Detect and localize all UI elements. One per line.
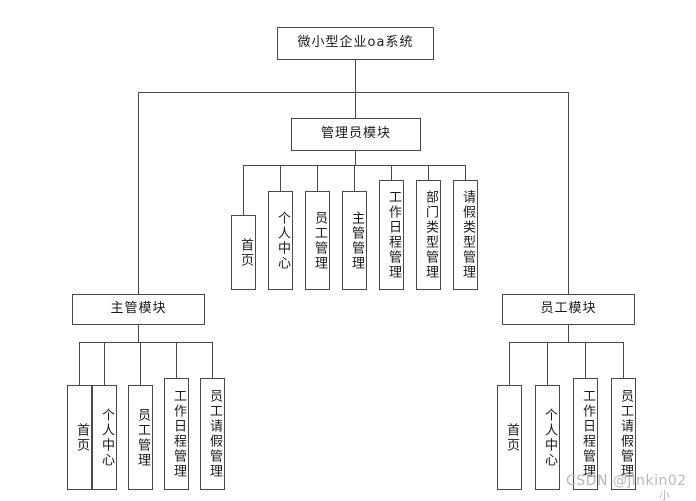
node-admin-module-label: 管理员模块	[320, 126, 391, 142]
connector-supervisor-drop-4	[176, 342, 177, 378]
connector-admin-down	[355, 151, 356, 166]
node-root-label: 微小型企业oa系统	[297, 35, 414, 51]
node-employee-child-schedule-mgmt[interactable]: 工作日程管理	[573, 378, 598, 490]
connector-bus-to-supervisor	[138, 92, 139, 294]
node-label: 员工请假管理	[618, 389, 633, 479]
connector-supervisor-drop-2	[104, 342, 105, 385]
connector-employee-down	[568, 325, 569, 342]
connector-supervisor-drop-5	[212, 342, 213, 378]
connector-supervisor-drop-3	[140, 342, 141, 385]
node-label: 个人中心	[99, 407, 114, 468]
node-root[interactable]: 微小型企业oa系统	[277, 27, 434, 60]
connector-admin-drop-6	[428, 165, 429, 180]
node-admin-child-supervisor-mgmt[interactable]: 主管管理	[342, 191, 367, 290]
node-label: 工作日程管理	[580, 389, 595, 479]
node-supervisor-child-personal-center[interactable]: 个人中心	[92, 385, 117, 490]
node-admin-child-personal-center[interactable]: 个人中心	[268, 191, 293, 290]
connector-employee-drop-2	[547, 342, 548, 385]
connector-bus-to-admin	[355, 92, 356, 118]
node-admin-child-schedule-mgmt[interactable]: 工作日程管理	[379, 180, 404, 290]
connector-admin-drop-4	[354, 165, 355, 191]
node-admin-child-employee-mgmt[interactable]: 员工管理	[305, 191, 330, 290]
node-supervisor-child-employee-mgmt[interactable]: 员工管理	[128, 385, 153, 490]
connector-employee-drop-4	[623, 342, 624, 378]
node-supervisor-child-home[interactable]: 首页	[67, 385, 92, 490]
connector-supervisor-bus	[79, 342, 213, 343]
node-employee-child-employee-leave-mgmt[interactable]: 员工请假管理	[611, 378, 636, 490]
node-supervisor-module-label: 主管模块	[110, 301, 167, 317]
node-admin-child-department-type-mgmt[interactable]: 部门类型管理	[416, 180, 441, 290]
node-label: 员工管理	[135, 407, 150, 468]
node-supervisor-child-schedule-mgmt[interactable]: 工作日程管理	[164, 378, 189, 490]
node-admin-module[interactable]: 管理员模块	[291, 118, 421, 151]
connector-admin-drop-7	[465, 165, 466, 180]
node-label: 主管管理	[349, 210, 364, 271]
node-employee-child-home[interactable]: 首页	[497, 385, 522, 490]
connector-admin-drop-1	[243, 165, 244, 215]
connector-employee-bus	[509, 342, 624, 343]
node-supervisor-child-employee-leave-mgmt[interactable]: 员工请假管理	[200, 378, 225, 490]
node-label: 个人中心	[275, 210, 290, 271]
connector-admin-drop-3	[317, 165, 318, 191]
node-label: 员工请假管理	[207, 389, 222, 479]
connector-supervisor-down	[138, 325, 139, 342]
node-label: 个人中心	[542, 407, 557, 468]
node-label: 首页	[238, 237, 253, 268]
connector-admin-drop-2	[280, 165, 281, 191]
node-employee-child-personal-center[interactable]: 个人中心	[535, 385, 560, 490]
connector-supervisor-drop-1	[79, 342, 80, 385]
node-label: 首页	[504, 422, 519, 453]
node-label: 工作日程管理	[171, 389, 186, 479]
node-label: 首页	[74, 422, 89, 453]
node-admin-child-leave-type-mgmt[interactable]: 请假类型管理	[453, 180, 478, 290]
node-admin-child-home[interactable]: 首页	[231, 215, 256, 290]
node-label: 员工管理	[312, 210, 327, 271]
node-label: 请假类型管理	[460, 190, 475, 280]
node-employee-module-label: 员工模块	[540, 301, 597, 317]
connector-top-bus	[138, 92, 569, 93]
connector-bus-to-employee	[568, 92, 569, 294]
watermark-corner: 小	[659, 489, 671, 501]
node-supervisor-module[interactable]: 主管模块	[72, 294, 205, 325]
connector-employee-drop-1	[509, 342, 510, 385]
connector-admin-drop-5	[391, 165, 392, 180]
node-label: 工作日程管理	[386, 190, 401, 280]
connector-root-down	[355, 60, 356, 92]
node-employee-module[interactable]: 员工模块	[502, 294, 635, 325]
node-label: 部门类型管理	[423, 190, 438, 280]
connector-employee-drop-3	[585, 342, 586, 378]
